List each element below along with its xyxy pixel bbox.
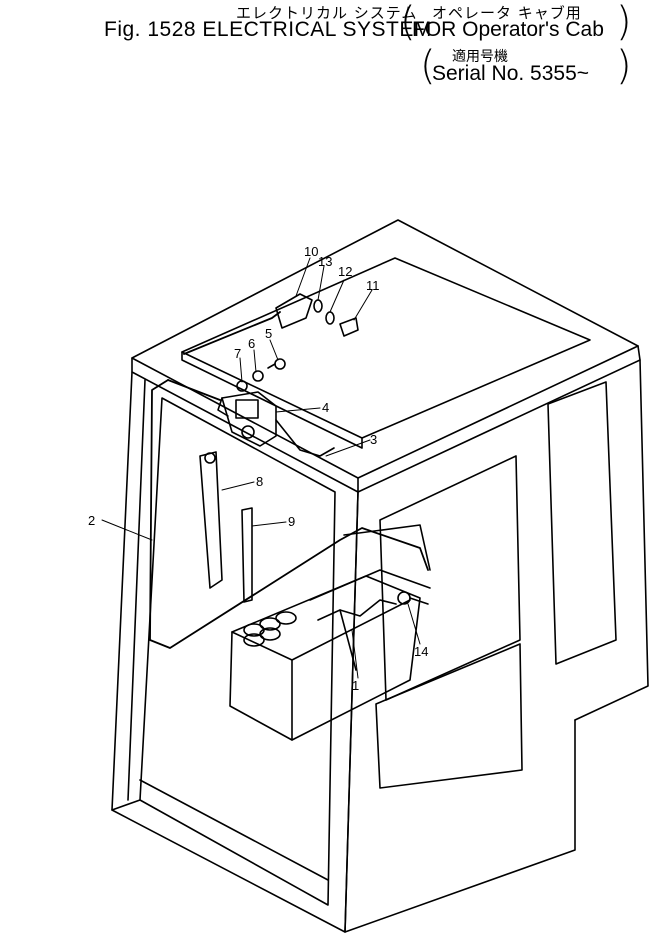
- wiring-part-1: [317, 599, 397, 671]
- label-part-9: 9: [288, 514, 295, 529]
- leader-lines: [101, 257, 421, 679]
- bolt-5: [267, 358, 286, 370]
- label-part-2: 2: [88, 513, 95, 528]
- paren-left-serial: (: [420, 43, 436, 89]
- wiper-motor: [217, 391, 277, 447]
- label-part-11: 11: [366, 278, 380, 293]
- connector-14: [397, 591, 429, 605]
- paren-right-serial: ): [616, 43, 632, 89]
- label-part-10: 10: [304, 244, 318, 259]
- label-part-14: 14: [414, 644, 428, 659]
- label-part-12: 12: [338, 264, 352, 279]
- label-part-3: 3: [370, 432, 377, 447]
- wiper-arm: [199, 451, 223, 589]
- label-part-7: 7: [234, 346, 241, 361]
- bolt-11: [339, 317, 359, 337]
- control-console: [229, 524, 431, 741]
- part-labels: 1 2 3 4 5 6 7 8 9 10 11 12 13 14: [88, 244, 428, 693]
- cab-subtitle: FOR Operator's Cab: [412, 18, 604, 41]
- label-part-1: 1: [352, 678, 359, 693]
- washer-6: [252, 370, 264, 382]
- label-part-5: 5: [265, 326, 272, 341]
- serial-label-japanese: 適用号機: [452, 49, 508, 65]
- wiring-harness: [149, 311, 429, 649]
- paren-left-cab: (: [400, 0, 416, 45]
- washer-12: [325, 311, 335, 325]
- wiring-part-3: [275, 419, 335, 457]
- label-part-8: 8: [256, 474, 263, 489]
- switch-box: [275, 293, 313, 329]
- label-part-13: 13: [318, 254, 332, 269]
- label-part-6: 6: [248, 336, 255, 351]
- figure-title-japanese: エレクトリカル システム: [236, 4, 418, 22]
- serial-number: Serial No. 5355~: [432, 62, 590, 85]
- label-part-4: 4: [322, 400, 329, 415]
- figure-title: Fig. 1528 ELECTRICAL SYSTEM: [104, 18, 432, 41]
- washer-13: [313, 299, 323, 313]
- cab-subtitle-japanese: オペレータ キャブ用: [432, 4, 582, 22]
- cab-frame: [111, 219, 649, 933]
- paren-right-cab: ): [616, 0, 632, 45]
- wiper-blade: [241, 507, 253, 603]
